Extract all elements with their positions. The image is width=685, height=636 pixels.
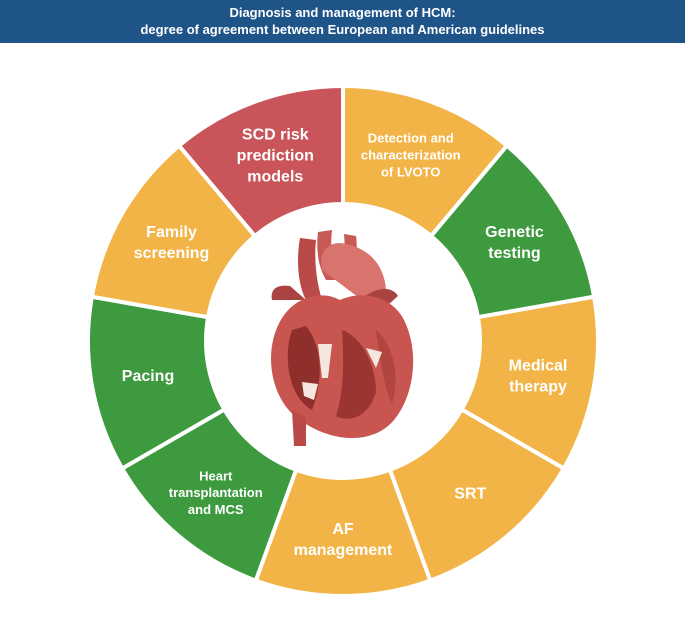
segment-label-line: AF	[332, 521, 354, 538]
header-title-line1: Diagnosis and management of HCM:	[229, 5, 456, 20]
segment-label-line: Heart	[199, 468, 233, 483]
segment-label-line: Genetic	[485, 224, 544, 241]
segment-label-line: Detection and	[368, 131, 454, 146]
segment-label-4: SRT	[454, 485, 486, 502]
segment-label-9: SCD risk prediction models	[237, 127, 314, 186]
segment-label-line: testing	[488, 245, 540, 262]
segment-label-line: therapy	[509, 378, 567, 395]
segment-label-line: prediction	[237, 148, 314, 165]
segment-label-line: and MCS	[188, 502, 244, 517]
segment-label-7: Pacing	[122, 368, 174, 385]
segment-label-5: AF management	[294, 521, 393, 559]
segment-label-line: of LVOTO	[381, 164, 440, 179]
segment-label-line: Family	[146, 224, 197, 241]
segment-label-6: Heart transplantation and MCS	[169, 468, 263, 517]
anatomical-heart-icon	[270, 230, 414, 446]
segment-label-line: management	[294, 542, 393, 559]
segment-label-line: SRT	[454, 485, 486, 502]
header-banner: Diagnosis and management of HCM: degree …	[0, 0, 685, 43]
segment-label-line: models	[247, 168, 303, 185]
segment-label-line: Pacing	[122, 368, 174, 385]
segment-label-line: Medical	[509, 358, 568, 375]
wheel-segment-9	[176, 83, 345, 239]
segment-label-2: Genetic testing	[485, 224, 544, 262]
segment-label-line: characterization	[361, 147, 461, 162]
segment-label-line: screening	[134, 245, 210, 262]
wheel-segments	[86, 83, 600, 598]
segment-label-line: transplantation	[169, 485, 263, 500]
segment-label-8: Family screening	[134, 224, 210, 262]
header-title-line2: degree of agreement between European and…	[140, 22, 545, 37]
segment-label-3: Medical therapy	[509, 358, 568, 396]
segment-label-line: SCD risk	[242, 127, 309, 144]
